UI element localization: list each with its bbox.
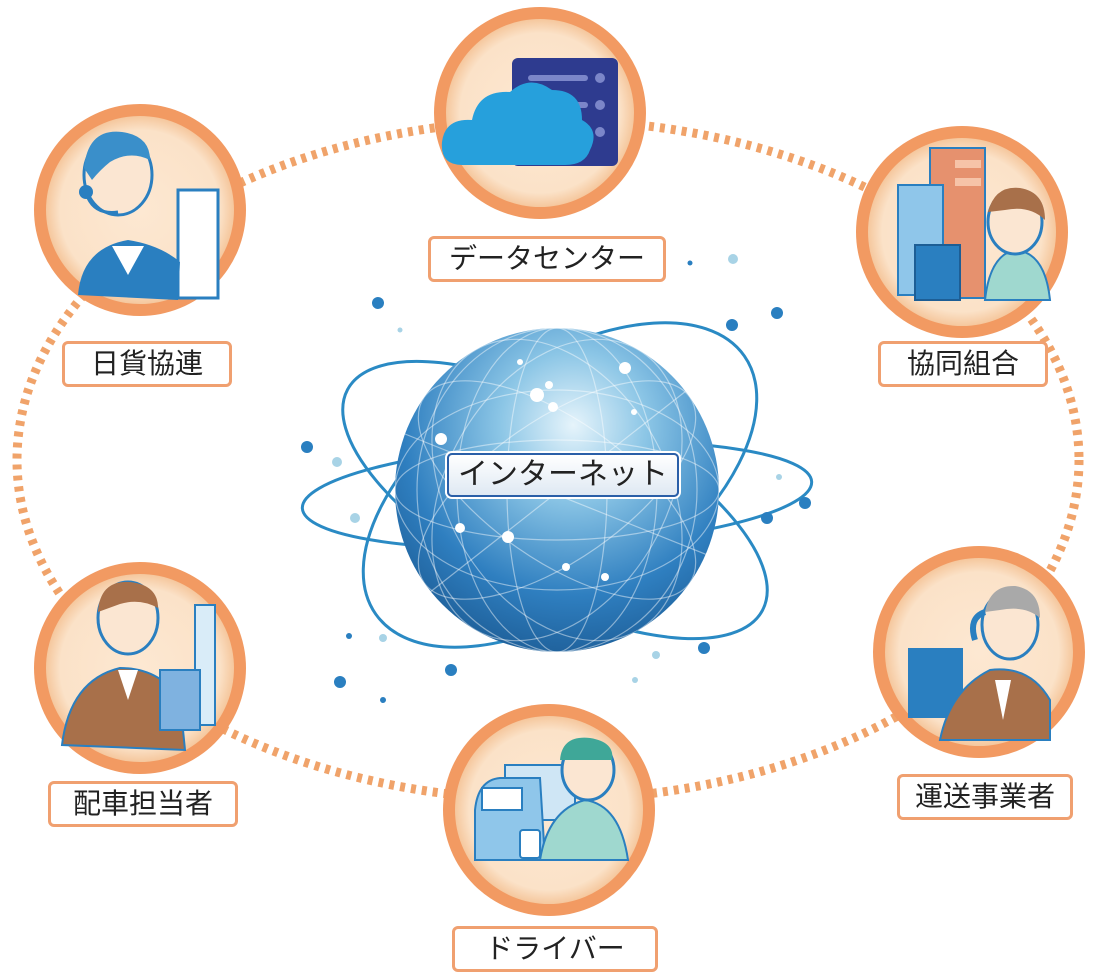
orbit-dots [301,254,811,703]
node-haisha [34,562,246,774]
office-worker-icon [897,147,1052,301]
truck-driver-icon [474,737,630,861]
label-kumiai: 協同組合 [878,341,1048,387]
label-unso: 運送事業者 [897,774,1073,820]
label-datacenter: データセンター [428,236,666,282]
node-driver [443,704,655,916]
node-kumiai [856,126,1068,338]
phone-manager-icon [908,585,1051,741]
dispatcher-icon [60,580,216,752]
label-nikka: 日貨協連 [62,341,232,387]
label-driver: ドライバー [452,926,658,972]
node-datacenter [434,7,646,219]
node-nikka [34,104,246,316]
headset-operator-icon [78,131,220,300]
node-unso [873,546,1085,758]
label-haisha: 配車担当者 [48,781,238,827]
cloud-server-icon [441,58,618,166]
label-internet: インターネット [447,453,679,497]
connection-ring [12,115,1084,805]
